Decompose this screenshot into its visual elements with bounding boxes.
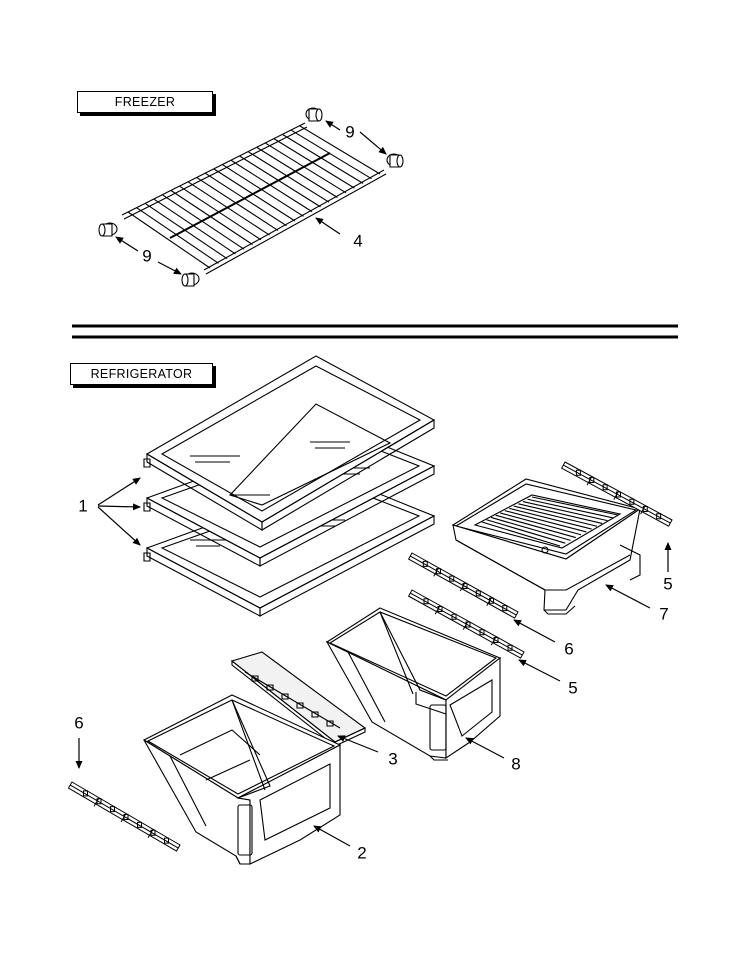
callout-7: 7 — [659, 604, 669, 624]
shelf-wire — [171, 191, 253, 245]
shelf-end-cap — [99, 223, 117, 236]
shelf-wire — [197, 178, 278, 231]
freezer-section-label: FREEZER — [77, 91, 213, 113]
callout-9-bottom: 9 — [142, 246, 152, 266]
shelf-wire — [162, 195, 244, 249]
pan-rib — [532, 497, 618, 515]
shelf-wire — [154, 199, 236, 254]
slide-rail-6-middle — [409, 553, 518, 618]
crisper-drawer-right — [327, 608, 500, 760]
cover-bracket-tab — [327, 721, 333, 726]
pan-rib — [514, 506, 597, 526]
shelf-wire — [223, 165, 304, 217]
pan-rib — [505, 511, 587, 532]
callout-3: 3 — [388, 749, 398, 769]
pan-rib — [527, 499, 612, 518]
shelf-wire — [128, 212, 210, 268]
shelf-wire — [205, 173, 286, 225]
drawer-slide-rails — [68, 462, 672, 851]
callout-5-right: 5 — [663, 574, 673, 594]
shelf-wire — [231, 160, 312, 211]
slide-rail-5-middle — [409, 590, 524, 658]
callout-5-middle: 5 — [568, 678, 578, 698]
pan-rib — [518, 504, 602, 524]
pan-rib — [500, 513, 581, 535]
shelf-wire — [266, 143, 346, 193]
pan-rib — [509, 508, 591, 529]
cover-bracket-tab — [282, 694, 288, 699]
crisper-drawer-left — [144, 695, 340, 864]
section-divider — [72, 326, 678, 337]
shelf-wire — [145, 203, 227, 258]
glass-shelf-top — [144, 356, 434, 530]
shelf-wire — [214, 169, 295, 221]
deli-pan — [453, 479, 640, 614]
callout-9-top: 9 — [345, 122, 355, 142]
shelf-wire — [180, 186, 261, 240]
pan-rib — [487, 520, 566, 543]
shelf-end-cap — [306, 108, 322, 121]
callout-8: 8 — [511, 754, 521, 774]
shelf-wire — [240, 156, 321, 207]
slide-rail-5-right — [562, 462, 672, 526]
shelf-wire — [188, 182, 269, 235]
callout-6-left: 6 — [74, 713, 84, 733]
shelf-wire — [283, 135, 363, 184]
pan-rib — [482, 522, 560, 546]
cover-bracket-tab — [312, 712, 318, 717]
cover-bracket-rail — [245, 672, 340, 728]
cover-bracket-tab — [267, 685, 273, 690]
pan-rib — [523, 502, 608, 521]
shelf-wire — [274, 139, 354, 188]
shelf-end-cap — [182, 273, 199, 286]
refrigerator-section-label: REFRIGERATOR — [70, 363, 213, 385]
shelf-wire — [248, 152, 329, 202]
callout-1: 1 — [78, 496, 88, 516]
shelf-wire — [257, 148, 338, 198]
pan-rib — [496, 515, 576, 537]
shelf-wire — [300, 126, 380, 174]
shelf-wire — [137, 208, 219, 264]
callout-4: 4 — [353, 231, 363, 251]
callout-6-middle: 6 — [564, 639, 574, 659]
shelf-wire — [291, 130, 371, 178]
callout-2: 2 — [357, 843, 367, 863]
shelf-end-cap — [387, 154, 403, 167]
glass-shelves — [144, 356, 434, 616]
slide-rail-6-left — [68, 782, 180, 851]
leader-lines — [75, 120, 672, 846]
freezer-wire-shelf — [99, 108, 403, 286]
cover-bracket-tab — [297, 703, 303, 708]
pan-rib — [491, 517, 570, 540]
cover-bracket-tab — [252, 676, 258, 681]
